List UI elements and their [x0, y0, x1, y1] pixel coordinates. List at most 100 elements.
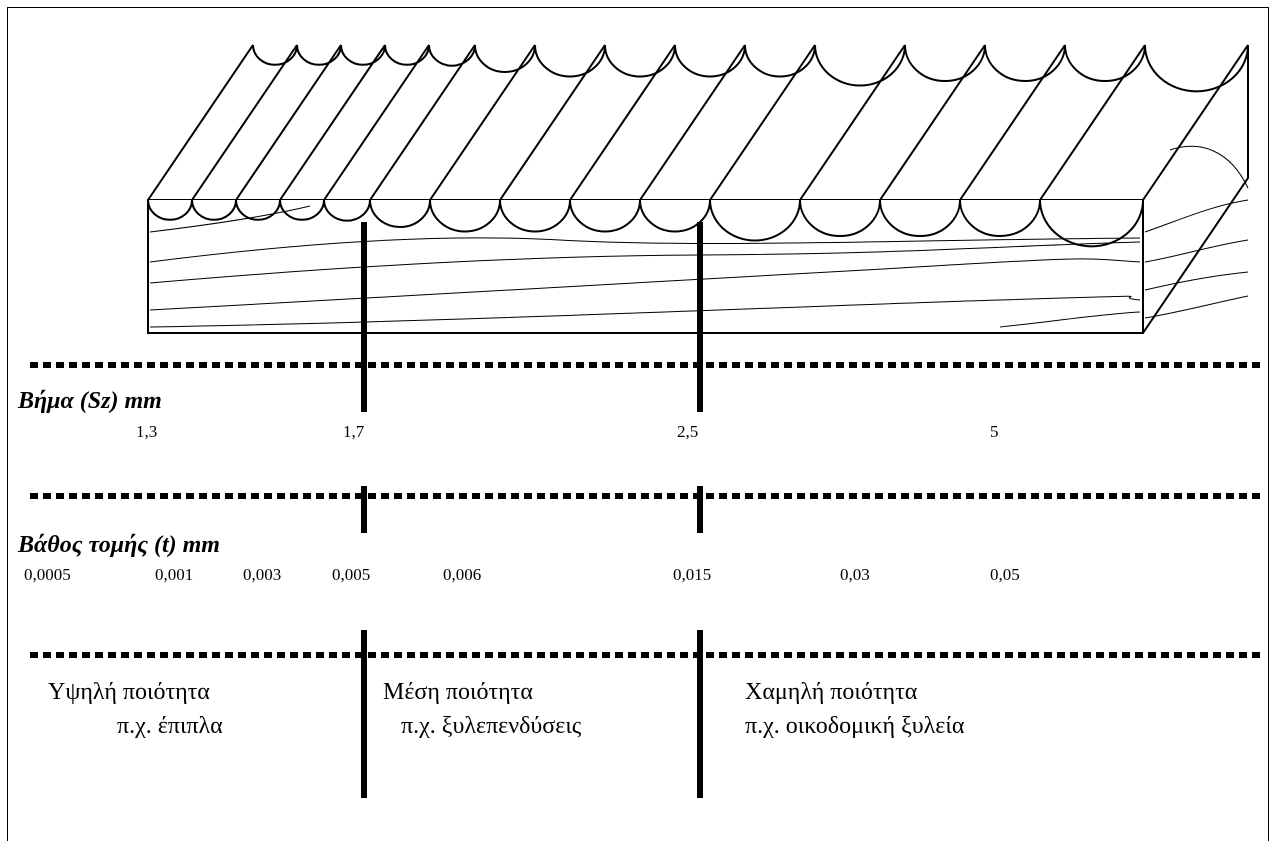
- separator-dot: [303, 652, 311, 658]
- separator-dot: [199, 362, 207, 368]
- separator-dot: [381, 362, 389, 368]
- separator-dot: [875, 652, 883, 658]
- separator-dot: [641, 652, 649, 658]
- separator-dot: [173, 493, 181, 499]
- separator-dot: [212, 493, 220, 499]
- separator-dot: [680, 362, 688, 368]
- separator-dot: [862, 362, 870, 368]
- depth-value: 0,006: [443, 565, 482, 584]
- separator-dot: [524, 362, 532, 368]
- separator-dot: [290, 362, 298, 368]
- groove-ridge-line: [499, 44, 606, 201]
- separator-dot: [901, 493, 909, 499]
- depth-value: 0,005: [332, 565, 371, 584]
- separator-dot: [472, 652, 480, 658]
- separator-dot: [459, 493, 467, 499]
- separator-dot: [654, 362, 662, 368]
- separator-dot: [1187, 652, 1195, 658]
- separator-dot: [888, 652, 896, 658]
- depth-value: 0,001: [155, 565, 194, 584]
- separator-dot: [576, 652, 584, 658]
- separator-dot: [1122, 362, 1130, 368]
- quality-high-example: π.χ. έπιπλα: [117, 713, 223, 739]
- separator-dot: [1200, 493, 1208, 499]
- separator-dot: [82, 652, 90, 658]
- groove-ridge-line: [323, 44, 430, 201]
- separator-dot: [927, 493, 935, 499]
- separator-dot: [1070, 652, 1078, 658]
- separator-dot: [498, 493, 506, 499]
- depth-value: 0,015: [673, 565, 712, 584]
- separator-dot: [602, 362, 610, 368]
- separator-dot: [1239, 493, 1247, 499]
- separator-dot: [290, 652, 298, 658]
- separator-dot: [1083, 493, 1091, 499]
- separator-dot: [550, 493, 558, 499]
- quality-medium-example: π.χ. ξυλεπενδύσεις: [401, 713, 582, 739]
- separator-dot: [758, 362, 766, 368]
- separator-dot: [407, 493, 415, 499]
- separator-dot: [1252, 493, 1260, 499]
- separator-dot: [1148, 652, 1156, 658]
- separator-dot: [173, 362, 181, 368]
- separator-dot: [823, 362, 831, 368]
- separator-dot: [368, 362, 376, 368]
- step-value: 1,3: [136, 422, 158, 441]
- separator-dot: [1005, 652, 1013, 658]
- separator-dot: [537, 493, 545, 499]
- separator-dot: [251, 493, 259, 499]
- separator-dot: [290, 493, 298, 499]
- separator-dot: [407, 652, 415, 658]
- separator-dot: [186, 362, 194, 368]
- separator-dot: [810, 362, 818, 368]
- separator-dot: [602, 493, 610, 499]
- separator-dot: [849, 493, 857, 499]
- separator-dot: [914, 652, 922, 658]
- separator-dot: [1070, 493, 1078, 499]
- separator-dot: [82, 362, 90, 368]
- separator-dot: [706, 652, 714, 658]
- separator-dot: [121, 652, 129, 658]
- separator-dot: [1018, 493, 1026, 499]
- separator-dot: [628, 652, 636, 658]
- grain-line: [1144, 239, 1249, 263]
- separator-dot: [394, 493, 402, 499]
- separator-dot: [589, 362, 597, 368]
- separator-dot: [1057, 652, 1065, 658]
- separator-dot: [1213, 652, 1221, 658]
- separator-dot: [1005, 362, 1013, 368]
- separator-dot: [446, 493, 454, 499]
- separator-dot: [277, 652, 285, 658]
- separator-dot: [784, 652, 792, 658]
- separator-dot: [849, 362, 857, 368]
- separator-dot: [1226, 362, 1234, 368]
- separator-dot: [251, 652, 259, 658]
- separator-dot: [771, 493, 779, 499]
- diagram-frame: [7, 7, 1269, 841]
- step-value: 1,7: [343, 422, 365, 441]
- separator-dot: [147, 362, 155, 368]
- separator-dot: [589, 652, 597, 658]
- depth-value: 0,05: [990, 565, 1020, 584]
- separator-dot: [888, 493, 896, 499]
- separator-dot: [563, 652, 571, 658]
- separator-dot: [95, 362, 103, 368]
- separator-dot: [875, 493, 883, 499]
- separator-dot: [537, 652, 545, 658]
- separator-dot: [264, 493, 272, 499]
- separator-dot: [433, 652, 441, 658]
- separator-dot: [953, 652, 961, 658]
- separator-dot: [1200, 652, 1208, 658]
- separator-dot: [524, 652, 532, 658]
- separator-dot: [823, 493, 831, 499]
- separator-dot: [277, 362, 285, 368]
- separator-dot: [576, 362, 584, 368]
- separator-dot: [1213, 362, 1221, 368]
- separator-dot: [199, 652, 207, 658]
- quality-divider-bars: [361, 222, 703, 798]
- separator-dot: [953, 493, 961, 499]
- separator-dot: [69, 362, 77, 368]
- separator-dot: [1044, 362, 1052, 368]
- separator-dot: [992, 493, 1000, 499]
- separator-dot: [966, 493, 974, 499]
